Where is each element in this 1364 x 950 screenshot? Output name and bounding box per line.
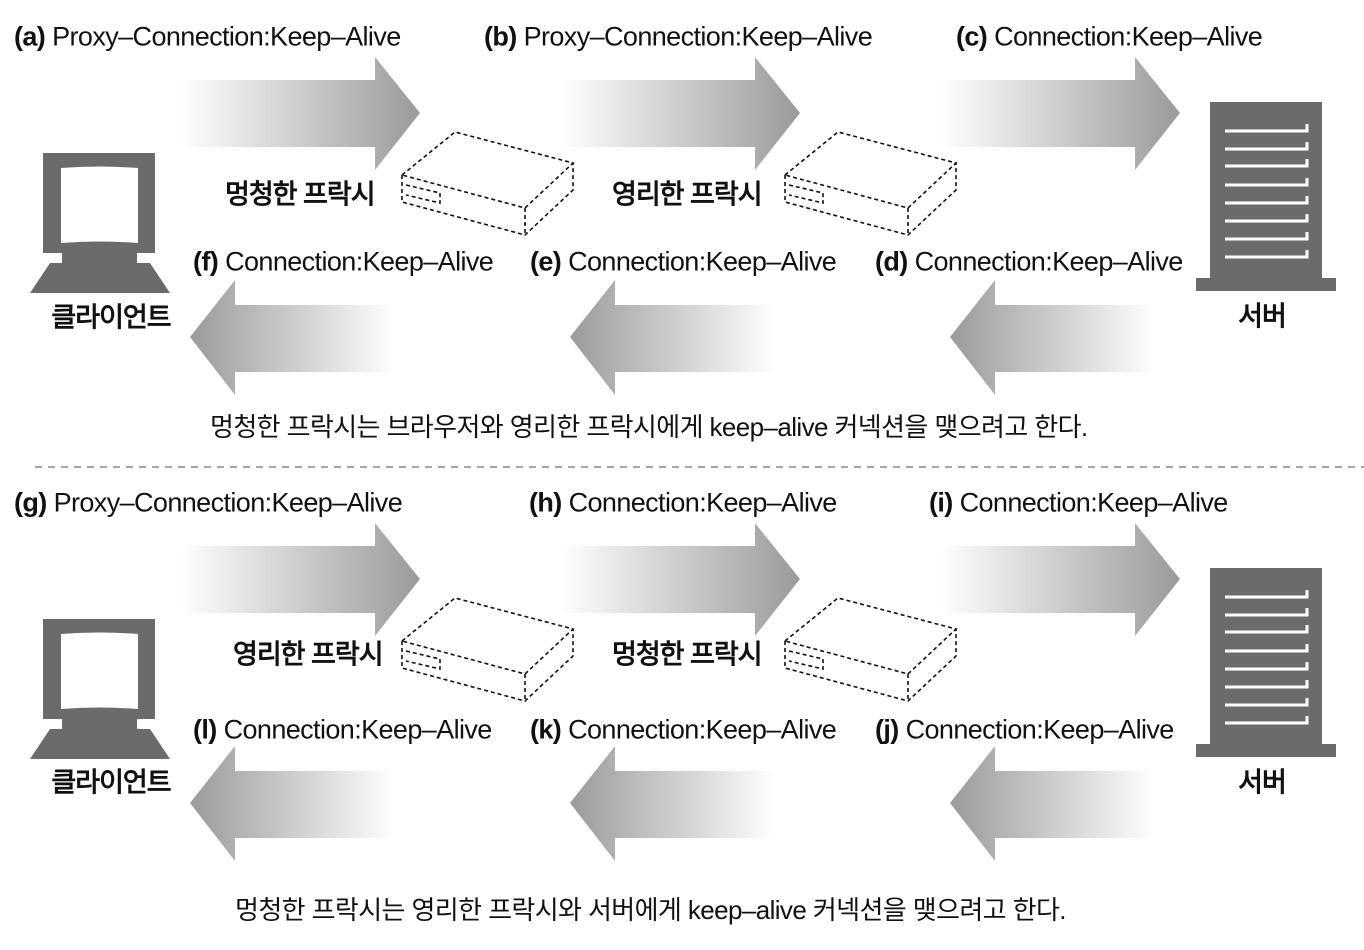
- client-label: 클라이언트: [51, 767, 171, 798]
- header-c: (c) Connection:Keep–Alive: [956, 21, 1263, 52]
- header-h: (h) Connection:Keep–Alive: [529, 487, 837, 518]
- caption-top: 멍청한 프락시는 브라우저와 영리한 프락시에게 keep–alive 커넥션을…: [210, 412, 1088, 442]
- header-d: (d) Connection:Keep–Alive: [875, 246, 1183, 277]
- header-i: (i) Connection:Keep–Alive: [929, 487, 1228, 518]
- header-f: (f) Connection:Keep–Alive: [193, 246, 494, 277]
- proxy-label-2: 영리한 프락시: [612, 179, 763, 210]
- panel-bottom-graphics: [30, 523, 1336, 861]
- caption-bottom: 멍청한 프락시는 영리한 프락시와 서버에게 keep–alive 커넥션을 맺…: [235, 895, 1066, 925]
- header-g: (g) Proxy–Connection:Keep–Alive: [14, 487, 403, 518]
- proxy-label-2: 멍청한 프락시: [612, 639, 763, 670]
- header-a: (a) Proxy–Connection:Keep–Alive: [14, 21, 401, 52]
- header-b: (b) Proxy–Connection:Keep–Alive: [484, 21, 873, 52]
- header-e: (e) Connection:Keep–Alive: [530, 246, 837, 277]
- server-label: 서버: [1238, 301, 1287, 332]
- header-k: (k) Connection:Keep–Alive: [530, 714, 837, 745]
- proxy-label-1: 영리한 프락시: [233, 639, 384, 670]
- server-label: 서버: [1238, 767, 1287, 798]
- proxy-label-1: 멍청한 프락시: [225, 179, 376, 210]
- header-l: (l) Connection:Keep–Alive: [193, 714, 492, 745]
- header-j: (j) Connection:Keep–Alive: [875, 714, 1174, 745]
- panel-top-graphics: [30, 57, 1336, 395]
- client-label: 클라이언트: [51, 302, 171, 333]
